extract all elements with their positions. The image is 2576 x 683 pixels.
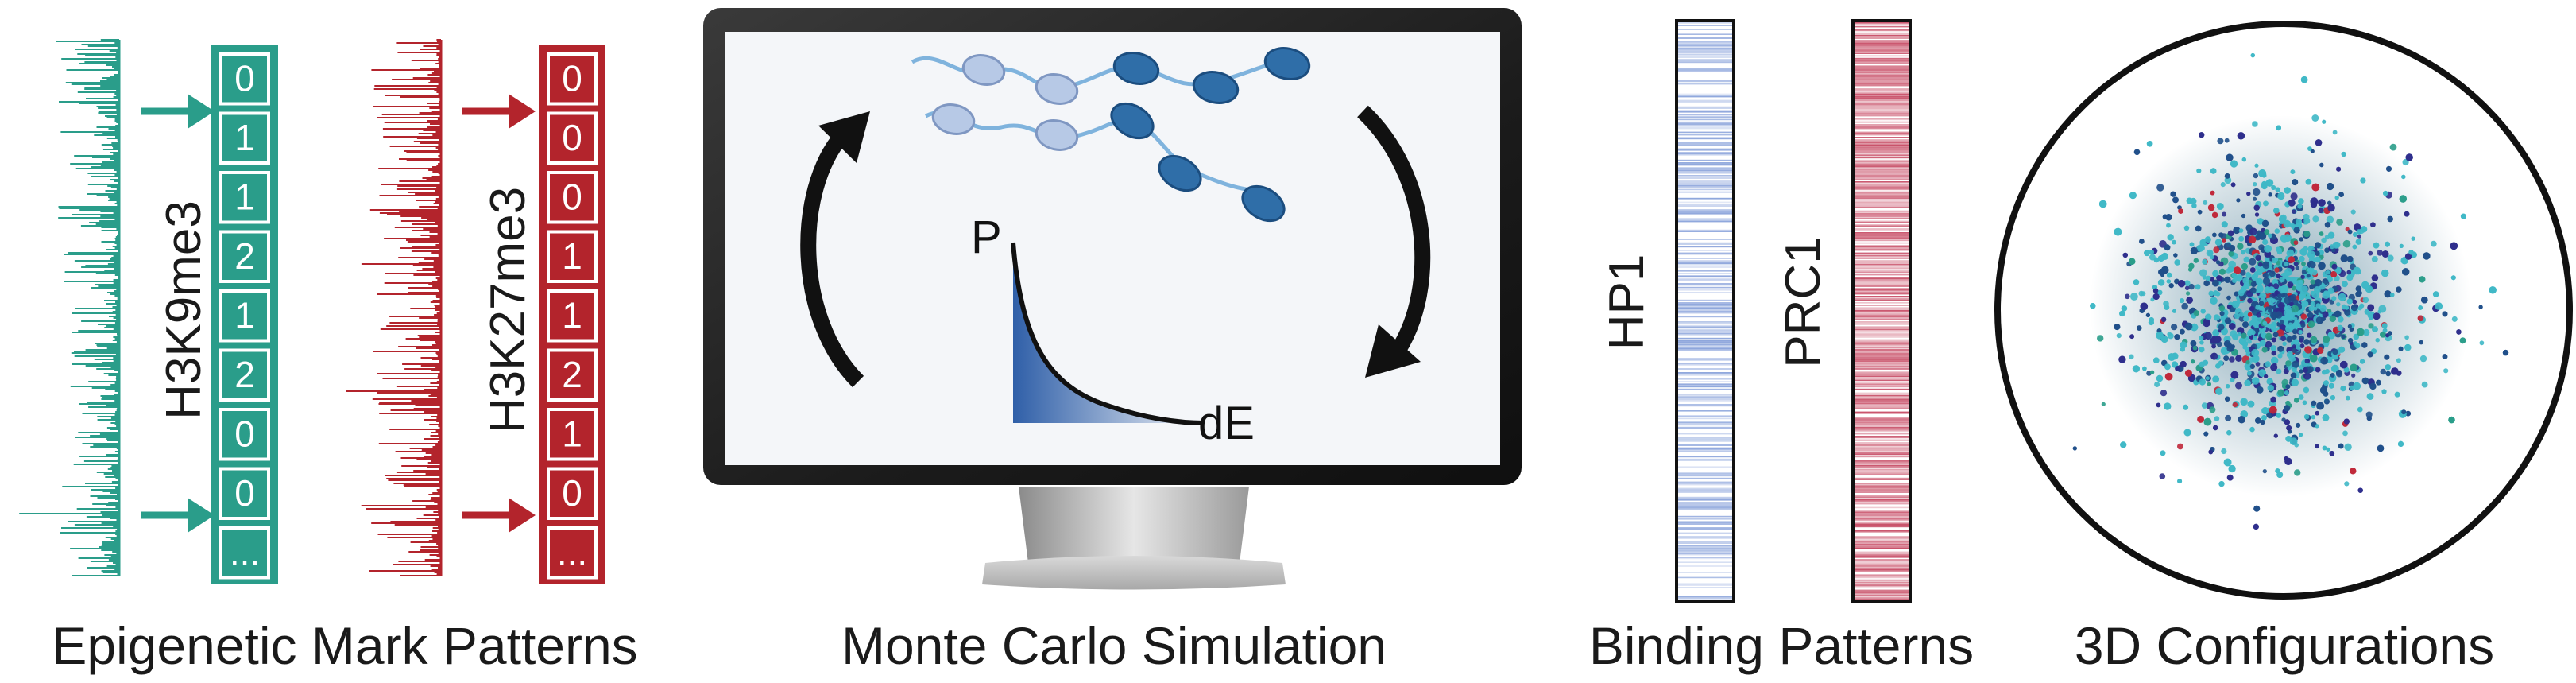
prc1-binding-track <box>1855 22 1909 600</box>
track-label-hp1: HP1 <box>1599 254 1654 351</box>
mark-label-h3k27me3: H3K27me3 <box>481 187 536 433</box>
mark-value-cell <box>547 230 598 283</box>
mark-value-text: 0 <box>562 57 582 99</box>
mark-value-text: 2 <box>234 235 255 277</box>
cycle-arrow-left-icon <box>800 111 870 388</box>
mark-value-cell <box>219 467 270 520</box>
binding-panel: HP1 PRC1 Binding Patterns <box>1589 19 1974 675</box>
monte-carlo-panel: P dE Monte Carlo Simulation <box>703 8 1522 675</box>
hp1-track-frame <box>1675 19 1735 603</box>
polymer-beads <box>2072 52 2509 530</box>
chromatin-fiber-illustration <box>911 47 1311 223</box>
arrow-icon <box>188 498 215 533</box>
caption-configurations: 3D Configurations <box>2075 616 2494 675</box>
mark-value-text: ... <box>230 531 260 572</box>
plot-y-label: P <box>971 211 1002 263</box>
caption-monte-carlo: Monte Carlo Simulation <box>841 616 1387 675</box>
arrow-icon <box>509 94 536 129</box>
configurations-panel: 3D Configurations <box>1994 21 2573 675</box>
mark-value-text: 1 <box>562 294 582 336</box>
arrow-icon <box>509 498 536 533</box>
mark-value-cell <box>219 348 270 402</box>
mark-group-h3k27me3: H3K27me3 0 0 0 1 1 2 1 0... <box>346 39 605 584</box>
mark-value-cell <box>547 52 598 106</box>
mark-value-cell <box>219 52 270 106</box>
mark-value-cell <box>547 171 598 224</box>
mark-value-text: 0 <box>234 57 255 99</box>
mark-value-text: 2 <box>234 354 255 395</box>
mark-value-text: 1 <box>234 176 255 217</box>
mark-value-cell <box>547 289 598 343</box>
mark-value-cell <box>547 348 598 402</box>
mark-label-h3k9me3: H3K9me3 <box>157 200 211 420</box>
caption-binding: Binding Patterns <box>1589 616 1974 675</box>
mark-value-text: 1 <box>562 413 582 454</box>
mark-value-text: 0 <box>562 472 582 514</box>
mark-value-text: 1 <box>562 235 582 277</box>
caption-epigenetic: Epigenetic Mark Patterns <box>52 616 637 675</box>
mark-value-column: 0 0 0 1 1 2 1 0... <box>539 45 605 584</box>
mark-group-h3k9me3: H3K9me3 0 1 1 2 1 2 0 0... <box>19 39 278 584</box>
h3k27me3-signal-track <box>346 39 443 576</box>
plot-x-label: dE <box>1198 398 1255 449</box>
mark-value-cell <box>547 111 598 165</box>
hp1-binding-track <box>1678 22 1732 600</box>
epigenetic-panel: H3K9me3 0 1 1 2 1 2 0 0... H3K27me3 0 0 0 1 1 2 1 0...… <box>19 39 638 675</box>
arrow-icon <box>188 94 215 129</box>
mark-value-cell <box>219 111 270 165</box>
prc1-track-frame <box>1851 19 1912 603</box>
mark-value-cell <box>219 526 270 580</box>
track-label-prc1: PRC1 <box>1776 236 1831 367</box>
mark-value-cell <box>219 408 270 461</box>
mark-value-cell <box>219 171 270 224</box>
mark-value-cell <box>547 408 598 461</box>
mark-value-text: 0 <box>234 413 255 454</box>
cycle-arrow-right-icon <box>1357 105 1431 378</box>
monitor-icon <box>703 8 1522 590</box>
mark-value-cell <box>219 289 270 343</box>
mark-value-cell <box>219 230 270 283</box>
probability-curve <box>1011 242 1205 425</box>
mark-value-text: 0 <box>562 176 582 217</box>
probability-plot: P dE <box>971 211 1255 449</box>
mark-value-text: 1 <box>234 294 255 336</box>
mark-value-text: 0 <box>234 472 255 514</box>
mark-value-text: ... <box>557 531 587 572</box>
mark-value-cell <box>547 467 598 520</box>
mark-value-text: 0 <box>562 117 582 158</box>
h3k9me3-signal-track <box>19 39 121 576</box>
mark-value-text: 1 <box>234 117 255 158</box>
mark-value-cell <box>547 526 598 580</box>
mark-value-column: 0 1 1 2 1 2 0 0... <box>211 45 278 584</box>
mark-value-text: 2 <box>562 354 582 395</box>
